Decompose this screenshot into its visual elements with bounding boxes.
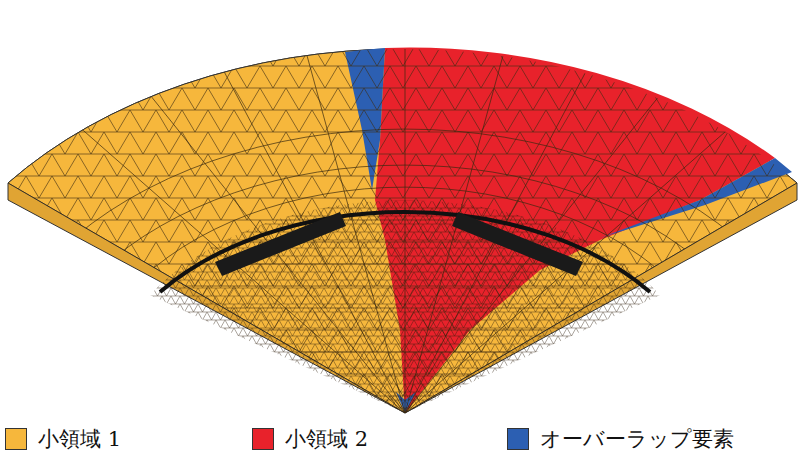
legend-item: 小領域 2 xyxy=(252,424,368,454)
magnet xyxy=(452,212,583,276)
legend: 小領域 1 小領域 2 オーバーラップ要素 xyxy=(0,424,801,458)
fine-mesh xyxy=(0,0,801,420)
air-gap-arc xyxy=(160,212,650,292)
legend-label: オーバーラップ要素 xyxy=(540,425,734,453)
legend-swatch xyxy=(507,428,529,450)
magnet xyxy=(215,212,346,276)
legend-swatch xyxy=(5,428,27,450)
legend-item: 小領域 1 xyxy=(5,424,121,454)
legend-item: オーバーラップ要素 xyxy=(507,424,734,454)
mesh-lines xyxy=(0,0,801,420)
mesh-illustration xyxy=(0,0,801,420)
legend-label: 小領域 2 xyxy=(285,425,368,453)
legend-swatch xyxy=(252,428,274,450)
legend-label: 小領域 1 xyxy=(38,425,121,453)
